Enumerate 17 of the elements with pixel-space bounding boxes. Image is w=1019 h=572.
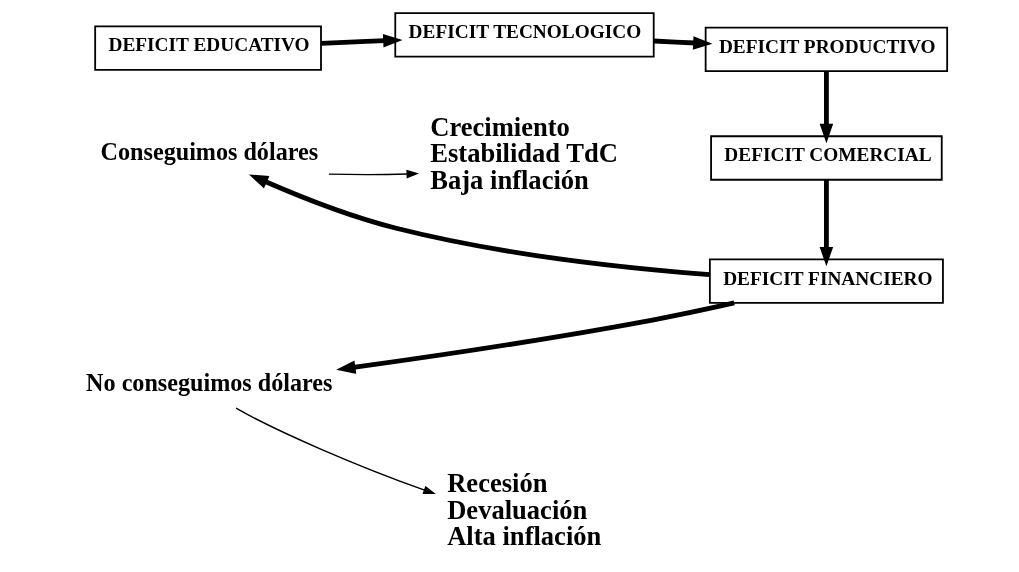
arrow (653, 36, 712, 50)
node-box: DEFICIT TECNOLOGICO (393, 12, 655, 58)
arrow (234, 407, 436, 495)
arrow (819, 180, 833, 267)
arrow (320, 33, 403, 48)
arrow (248, 174, 710, 278)
node-box: DEFICIT COMERCIAL (709, 135, 943, 181)
node-box: DEFICIT FINANCIERO (708, 258, 944, 304)
arrow (335, 300, 735, 374)
node-box: DEFICIT PRODUCTIVO (704, 26, 948, 72)
arrow (819, 71, 833, 144)
node-box: DEFICIT EDUCATIVO (93, 25, 322, 71)
node-text: Conseguimos dólares (100, 138, 318, 166)
node-text: Crecimiento Estabilidad TdC Baja inflación (429, 111, 618, 195)
node-text: No conseguimos dólares (85, 369, 332, 397)
arrow (327, 169, 419, 179)
node-text: Recesión Devaluación Alta inflación (446, 468, 601, 552)
